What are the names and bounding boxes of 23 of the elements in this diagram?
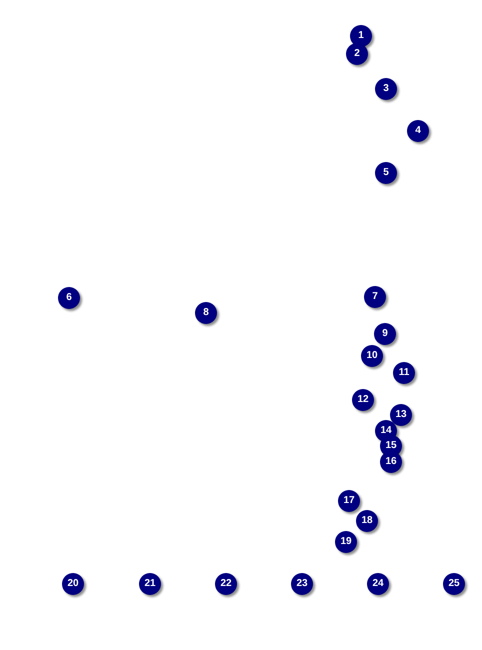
callout-number: 19	[335, 531, 357, 553]
callout-number: 22	[215, 573, 237, 595]
callout-number: 10	[361, 345, 383, 367]
callout-number: 25	[443, 573, 465, 595]
callout-number: 18	[356, 510, 378, 532]
callout-number: 9	[374, 323, 396, 345]
callout-number: 24	[367, 573, 389, 595]
callout-number: 8	[195, 302, 217, 324]
callout-number: 20	[62, 573, 84, 595]
callout-number: 21	[139, 573, 161, 595]
callout-number: 1	[350, 25, 372, 47]
callout-number: 17	[338, 490, 360, 512]
callout-number: 11	[393, 362, 415, 384]
callout-number: 3	[375, 78, 397, 100]
callout-number: 6	[58, 287, 80, 309]
callout-number: 7	[364, 286, 386, 308]
callout-number: 16	[380, 451, 402, 473]
callout-number: 12	[352, 389, 374, 411]
callout-number: 4	[407, 120, 429, 142]
callout-number: 2	[346, 43, 368, 65]
callout-number: 13	[390, 404, 412, 426]
callout-number: 23	[291, 573, 313, 595]
callout-number: 5	[375, 162, 397, 184]
